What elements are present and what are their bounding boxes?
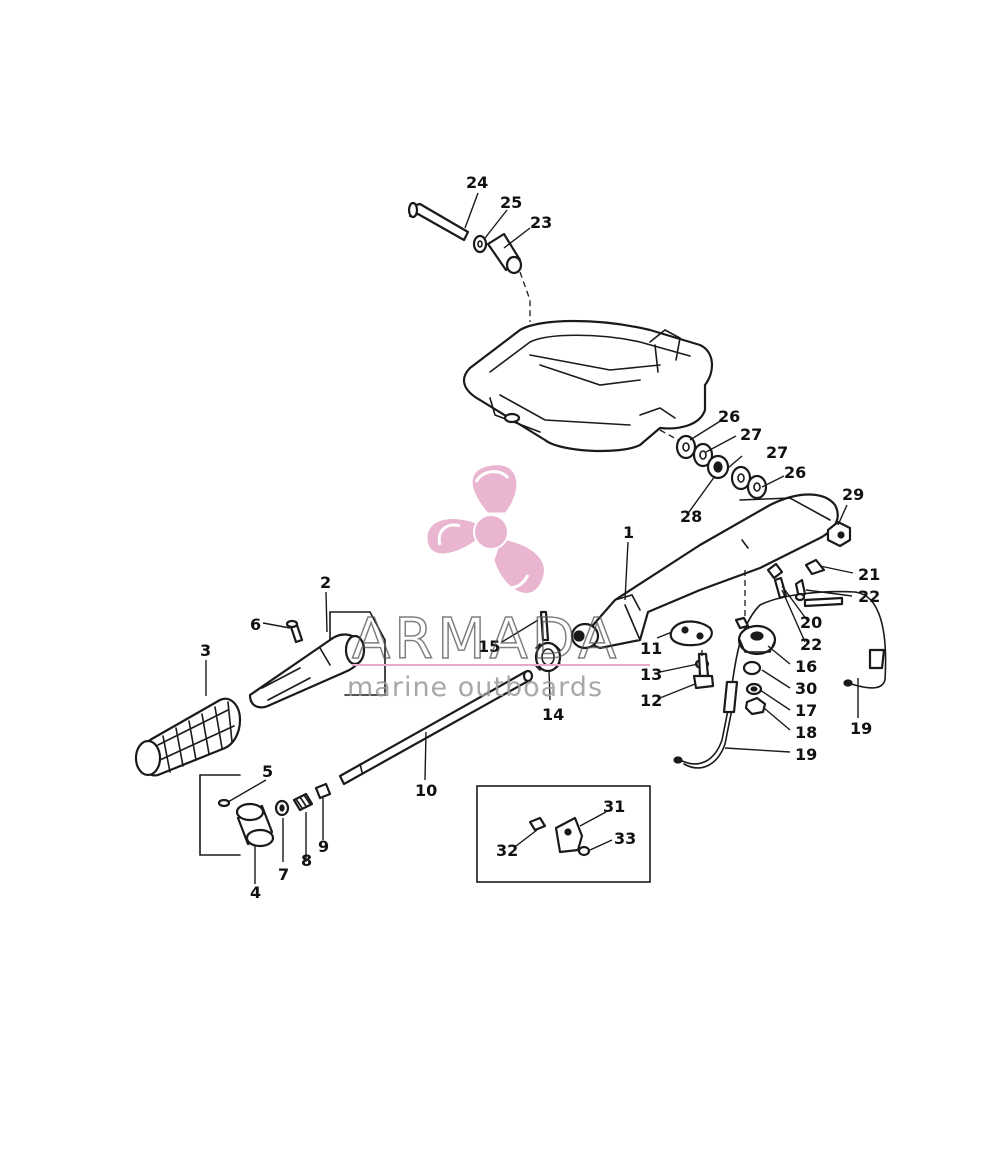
watermark-brand: ARMADA (352, 607, 620, 672)
callout-20: 20 (800, 613, 822, 632)
propeller-logo (427, 465, 544, 593)
switch-washer (745, 682, 763, 696)
tiller-arm (570, 493, 839, 650)
callout-13: 13 (640, 665, 662, 684)
callout-5: 5 (262, 762, 273, 781)
watermark-tagline: marine outboards (347, 672, 603, 703)
callout-11: 11 (640, 639, 662, 658)
cable-bracket (669, 620, 713, 647)
locknut (826, 520, 852, 548)
friction-nut (314, 782, 332, 800)
swivel-bracket (462, 319, 713, 453)
cable-clip (804, 558, 826, 576)
callout-33: 33 (614, 829, 636, 848)
callout-30: 30 (795, 679, 817, 698)
callout-4: 4 (250, 883, 261, 902)
sleeve-pin (217, 798, 231, 808)
roll-pin (539, 610, 550, 642)
callout-8: 8 (301, 851, 312, 870)
callout-2: 2 (320, 573, 331, 592)
callout-12: 12 (640, 691, 662, 710)
stop-cable (679, 590, 887, 765)
callout-24: 24 (466, 173, 488, 192)
throttle-shaft (338, 669, 534, 786)
inset-bracket (554, 816, 584, 854)
twist-grip (134, 697, 242, 777)
callout-6: 6 (250, 615, 261, 634)
callout-22-right: 22 (858, 587, 880, 606)
inset-nut (577, 845, 591, 857)
callout-3: 3 (200, 641, 211, 660)
switch-nut (744, 696, 767, 716)
sleeve (235, 802, 275, 848)
pivot-bushing (486, 232, 523, 275)
grip-housing (248, 633, 366, 709)
callout-9: 9 (318, 837, 329, 856)
callout-10: 10 (415, 781, 437, 800)
callout-25: 25 (500, 193, 522, 212)
bracket-bolt (692, 652, 715, 690)
callout-14: 14 (542, 705, 564, 724)
inset-screw (528, 816, 547, 832)
pivot-bolt (407, 201, 470, 242)
callout-32: 32 (496, 841, 518, 860)
detail-inset-box (476, 785, 651, 883)
callout-27-lower: 27 (766, 443, 788, 462)
callout-7: 7 (278, 865, 289, 884)
callout-16: 16 (795, 657, 817, 676)
friction-spring (292, 792, 314, 812)
callout-18: 18 (795, 723, 817, 742)
callout-21: 21 (858, 565, 880, 584)
pivot-washer (472, 234, 488, 254)
callout-19-right: 19 (850, 719, 872, 738)
clip-screw (794, 578, 807, 602)
stop-switch (734, 616, 777, 656)
callout-26-upper: 26 (718, 407, 740, 426)
callout-26-lower: 26 (784, 463, 806, 482)
callout-17: 17 (795, 701, 817, 720)
housing-screw (285, 619, 304, 644)
callout-29: 29 (842, 485, 864, 504)
callout-22-lower: 22 (800, 635, 822, 654)
washer-stack (675, 434, 768, 500)
callout-27-upper: 27 (740, 425, 762, 444)
spring-washer (274, 799, 290, 817)
callout-15: 15 (478, 637, 500, 656)
callout-23: 23 (530, 213, 552, 232)
callout-31: 31 (603, 797, 625, 816)
callout-1: 1 (623, 523, 634, 542)
callout-28: 28 (680, 507, 702, 526)
callout-19-lower: 19 (795, 745, 817, 764)
switch-grommet (742, 660, 762, 676)
